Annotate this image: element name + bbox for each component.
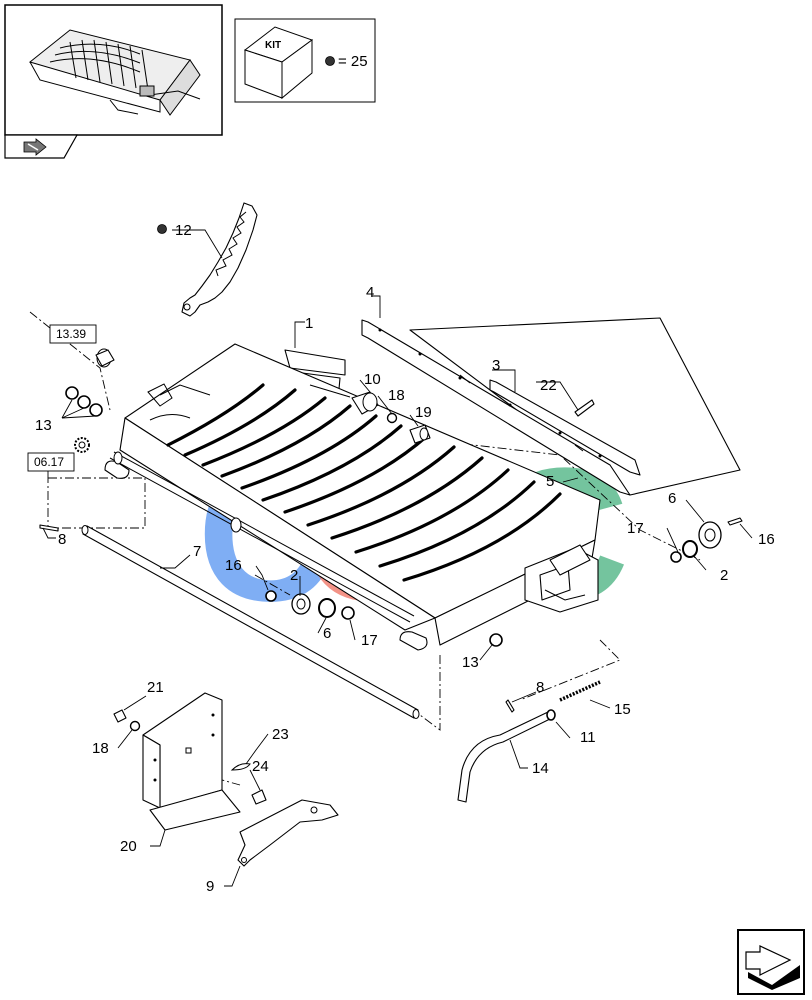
part-5-cover: [361, 317, 741, 496]
callout-18a: 18: [388, 387, 405, 404]
kit-dot-icon: [157, 224, 167, 234]
callout-8b: 8: [536, 679, 544, 696]
leader-lines: [42, 229, 753, 887]
next-page-arrow-icon[interactable]: [737, 929, 805, 995]
arrow-icon: [23, 138, 47, 156]
part-7-rod: [81, 525, 420, 719]
callout-2b: 2: [720, 567, 728, 584]
ref-06-17: 06.17: [34, 455, 64, 469]
kit-dot-icon: [325, 56, 335, 66]
callout-19: 19: [415, 404, 432, 421]
reference-boxes: 13.39 06.17: [27, 324, 97, 472]
callout-1: 1: [305, 315, 313, 332]
hardware: [39, 348, 743, 647]
callout-17b: 17: [627, 520, 644, 537]
callout-12: 12: [175, 222, 192, 239]
callout-11: 11: [580, 729, 596, 746]
thumbnail-frame: [4, 4, 223, 159]
callout-7: 7: [193, 543, 201, 560]
ref-13-39: 13.39: [56, 327, 86, 341]
callout-24: 24: [252, 758, 269, 775]
part-9-latch-plate: [237, 799, 339, 867]
kit-note: = 25: [338, 53, 368, 70]
callout-13a: 13: [35, 417, 52, 434]
callout-6b: 6: [668, 490, 676, 507]
callout-2a: 2: [290, 567, 298, 584]
part-12-toothed-plate: [181, 202, 258, 317]
callout-15: 15: [614, 701, 631, 718]
callout-10: 10: [364, 371, 381, 388]
callout-22: 22: [540, 377, 557, 394]
callout-13b: 13: [462, 654, 479, 671]
callout-5: 5: [546, 473, 554, 490]
callout-21: 21: [147, 679, 164, 696]
callout-17a: 17: [361, 632, 378, 649]
callout-9: 9: [206, 878, 214, 895]
callout-8a: 8: [58, 531, 66, 548]
kit-cube-icon: [243, 26, 314, 100]
callout-23: 23: [272, 726, 289, 743]
part-1-pan-assembly: [104, 343, 601, 651]
kit-label: KIT: [265, 40, 281, 51]
callout-14: 14: [532, 760, 549, 777]
callout-20: 20: [120, 838, 137, 855]
callout-6a: 6: [323, 625, 331, 642]
part-14-handle: [457, 680, 601, 803]
kit-box: KIT = 25: [234, 18, 376, 103]
callout-16b: 16: [758, 531, 775, 548]
callout-3: 3: [492, 357, 500, 374]
callout-18b: 18: [92, 740, 109, 757]
callouts: 12 1 4 3 22 5 10 18 19 13 8 7 16 2 6 17 …: [35, 222, 775, 895]
callout-16a: 16: [225, 557, 242, 574]
callout-4: 4: [366, 284, 374, 301]
part-20-bracket: [113, 692, 267, 831]
thumbnail-machine-image: [28, 29, 201, 116]
